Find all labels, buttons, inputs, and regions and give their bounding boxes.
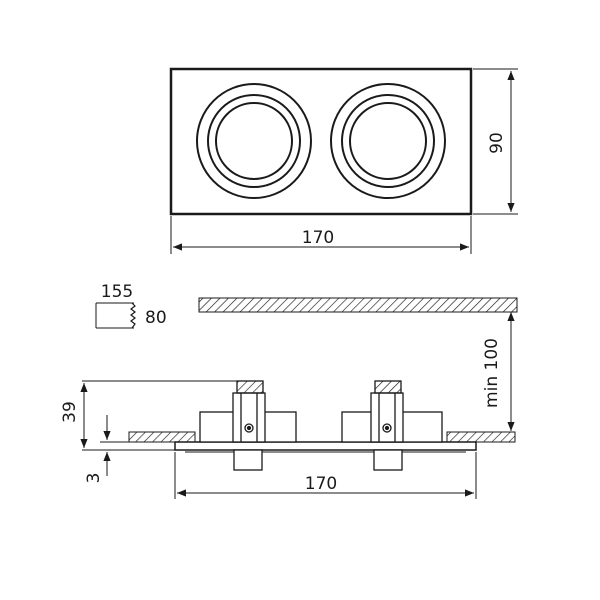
lamp-right — [341, 380, 443, 471]
lamp-ring-left — [196, 83, 312, 199]
side-view — [80, 297, 518, 499]
top-view — [169, 67, 518, 254]
top-height-label: 90 — [487, 132, 507, 154]
side-width-dimension — [174, 452, 477, 499]
depth-label: 39 — [60, 401, 80, 423]
depth-dimension — [80, 380, 245, 451]
frame-outline — [169, 67, 473, 216]
side-width-label: 170 — [305, 474, 337, 494]
flange-label: 3 — [84, 473, 104, 484]
width-dimension — [170, 216, 472, 254]
cutout-icon — [95, 302, 136, 329]
front-plate — [174, 441, 477, 451]
flange-dimension — [100, 415, 175, 476]
cutout-width-label: 155 — [101, 282, 133, 302]
lamp-left — [199, 380, 297, 471]
top-width-label: 170 — [302, 228, 334, 248]
clearance-label: min 100 — [482, 338, 502, 408]
ceiling-slab — [198, 297, 518, 313]
ceiling-panel-left — [128, 431, 196, 443]
cutout-height-label: 80 — [145, 308, 167, 328]
height-dimension — [473, 68, 518, 215]
lamp-ring-right — [330, 83, 446, 199]
ceiling-panel-right — [446, 431, 516, 443]
